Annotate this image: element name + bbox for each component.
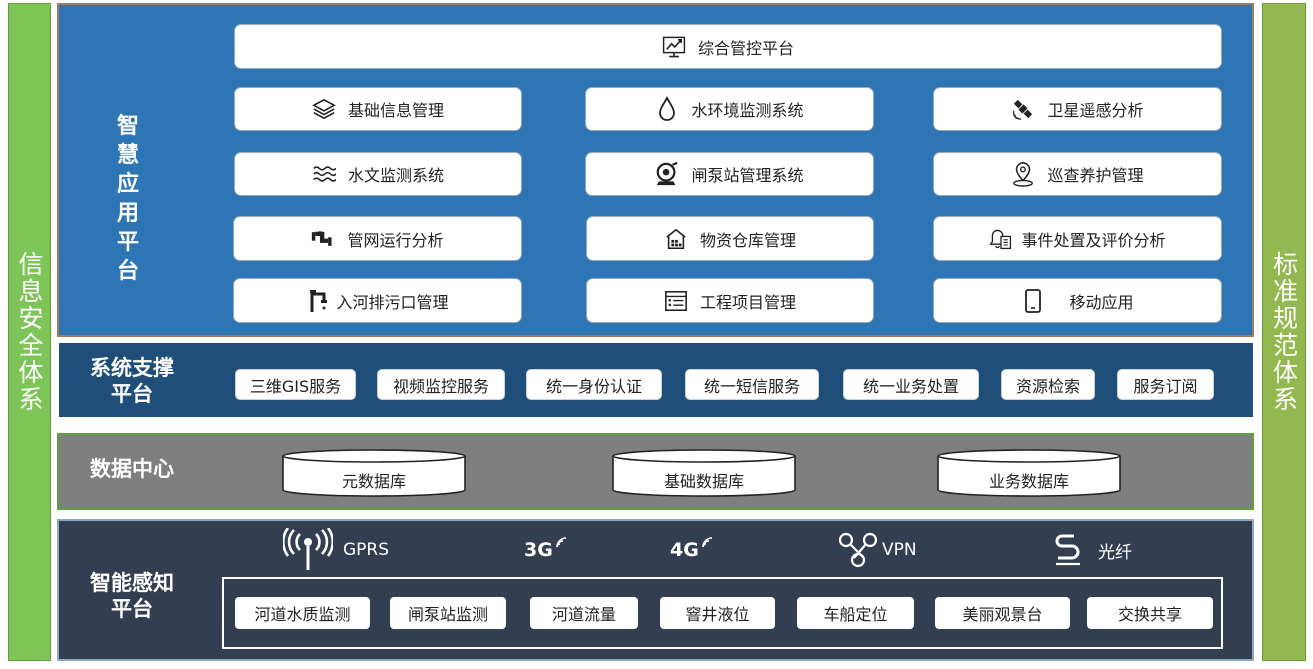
database-label: 元数据库 xyxy=(341,472,406,491)
module-pump-station[interactable]: 闸泵站管理系统 xyxy=(585,152,874,196)
network-gprs: GPRS xyxy=(283,528,390,572)
chart-monitor-icon xyxy=(662,35,686,59)
sense-manhole-level[interactable]: 窨井液位 xyxy=(660,597,775,629)
warehouse-icon xyxy=(664,227,688,251)
module-water-env-monitoring[interactable]: 水环境监测系统 xyxy=(585,87,874,131)
network-3g: 3G xyxy=(524,530,579,570)
service-sms[interactable]: 统一短信服务 xyxy=(685,369,819,400)
mobile-phone-icon xyxy=(1021,288,1045,313)
list-icon xyxy=(664,289,688,313)
cylinder-icon xyxy=(937,449,1121,497)
module-label: 闸泵站管理系统 xyxy=(691,166,804,185)
3g-signal-icon xyxy=(555,535,569,549)
module-label: 管网运行分析 xyxy=(347,230,444,250)
module-label: 入河排污口管理 xyxy=(336,292,449,312)
module-basic-info[interactable]: 基础信息管理 xyxy=(234,87,522,131)
service-business-handling[interactable]: 统一业务处置 xyxy=(843,369,979,400)
sensing-platform-label: 智能感知 平台 xyxy=(90,571,174,621)
cylinder-icon xyxy=(282,449,466,497)
module-mobile-app[interactable]: 移动应用 xyxy=(933,278,1222,323)
antenna-icon xyxy=(283,528,333,572)
service-video-monitoring[interactable]: 视频监控服务 xyxy=(377,369,505,400)
location-pin-icon xyxy=(1011,162,1035,187)
integrated-control-platform-bar[interactable]: 综合管控平台 xyxy=(234,24,1222,69)
module-label: 巡查养护管理 xyxy=(1047,166,1144,185)
smart-sensing-platform xyxy=(57,519,1254,661)
network-label: VPN xyxy=(882,540,917,560)
network-label: GPRS xyxy=(343,540,390,560)
database-label: 基础数据库 xyxy=(663,472,744,491)
info-security-sidebar: 信息安全体系 xyxy=(8,3,51,661)
module-engineering-projects[interactable]: 工程项目管理 xyxy=(586,278,874,323)
sense-vehicle-ship-location[interactable]: 车船定位 xyxy=(797,597,914,629)
4g-signal-icon xyxy=(701,535,715,549)
module-label: 水环境监测系统 xyxy=(691,101,804,120)
module-pipe-network[interactable]: 管网运行分析 xyxy=(233,216,522,261)
module-label: 事件处置及评价分析 xyxy=(1021,230,1166,250)
module-label: 工程项目管理 xyxy=(699,292,796,312)
module-label: 卫星遥感分析 xyxy=(1047,101,1144,120)
module-sewage-outfall[interactable]: 入河排污口管理 xyxy=(233,278,522,323)
satellite-icon xyxy=(1011,97,1035,121)
sense-exchange-sharing[interactable]: 交换共享 xyxy=(1087,597,1213,629)
module-label: 移动应用 xyxy=(1069,292,1134,312)
support-platform-label: 系统支撑 平台 xyxy=(90,356,174,406)
network-label: 3G xyxy=(524,539,553,561)
module-event-handling[interactable]: 事件处置及评价分析 xyxy=(933,216,1222,261)
module-warehouse[interactable]: 物资仓库管理 xyxy=(586,216,874,261)
water-drop-icon xyxy=(655,96,679,121)
sense-river-water-quality[interactable]: 河道水质监测 xyxy=(235,597,370,629)
outfall-icon xyxy=(306,289,330,313)
cylinder-icon xyxy=(612,449,796,497)
pipe-icon xyxy=(311,227,335,251)
service-subscription[interactable]: 服务订阅 xyxy=(1117,369,1214,400)
layers-icon xyxy=(312,97,336,121)
standards-sidebar: 标准规范体系 xyxy=(1262,3,1306,661)
service-resource-search[interactable]: 资源检索 xyxy=(1001,369,1095,400)
sense-pump-station[interactable]: 闸泵站监测 xyxy=(390,597,506,629)
sense-river-flow[interactable]: 河道流量 xyxy=(530,597,638,629)
service-identity-auth[interactable]: 统一身份认证 xyxy=(526,369,662,400)
module-patrol-maintenance[interactable]: 巡查养护管理 xyxy=(933,152,1222,196)
module-satellite-analysis[interactable]: 卫星遥感分析 xyxy=(933,87,1222,131)
network-vpn: VPN xyxy=(838,530,917,570)
vpn-icon xyxy=(838,530,878,570)
pump-station-icon xyxy=(655,161,679,186)
standards-label: 标准规范体系 xyxy=(1269,251,1299,413)
module-hydrology-monitoring[interactable]: 水文监测系统 xyxy=(234,152,522,196)
waves-icon xyxy=(312,162,336,186)
app-platform-label: 智慧应用平台 xyxy=(116,114,139,284)
info-security-label: 信息安全体系 xyxy=(15,251,44,413)
network-4g: 4G xyxy=(670,530,725,570)
network-label: 光纤 xyxy=(1098,542,1132,563)
database-label: 业务数据库 xyxy=(988,472,1069,491)
network-label: 4G xyxy=(670,539,699,561)
module-label: 水文监测系统 xyxy=(347,166,444,185)
module-label: 物资仓库管理 xyxy=(699,230,796,250)
module-label: 基础信息管理 xyxy=(347,101,444,120)
sense-scenic-platform[interactable]: 美丽观景台 xyxy=(935,597,1070,629)
sensing-items-frame xyxy=(222,577,1223,649)
network-fiber: 光纤 xyxy=(1052,530,1132,570)
database-metadata[interactable]: 元数据库 xyxy=(281,448,467,498)
fiber-icon xyxy=(1052,533,1082,567)
data-center-label: 数据中心 xyxy=(90,457,174,481)
database-business[interactable]: 业务数据库 xyxy=(936,448,1122,498)
database-basic[interactable]: 基础数据库 xyxy=(611,448,797,498)
integrated-control-platform-label: 综合管控平台 xyxy=(697,38,794,58)
service-3d-gis[interactable]: 三维GIS服务 xyxy=(235,369,356,400)
alarm-document-icon xyxy=(989,227,1013,251)
